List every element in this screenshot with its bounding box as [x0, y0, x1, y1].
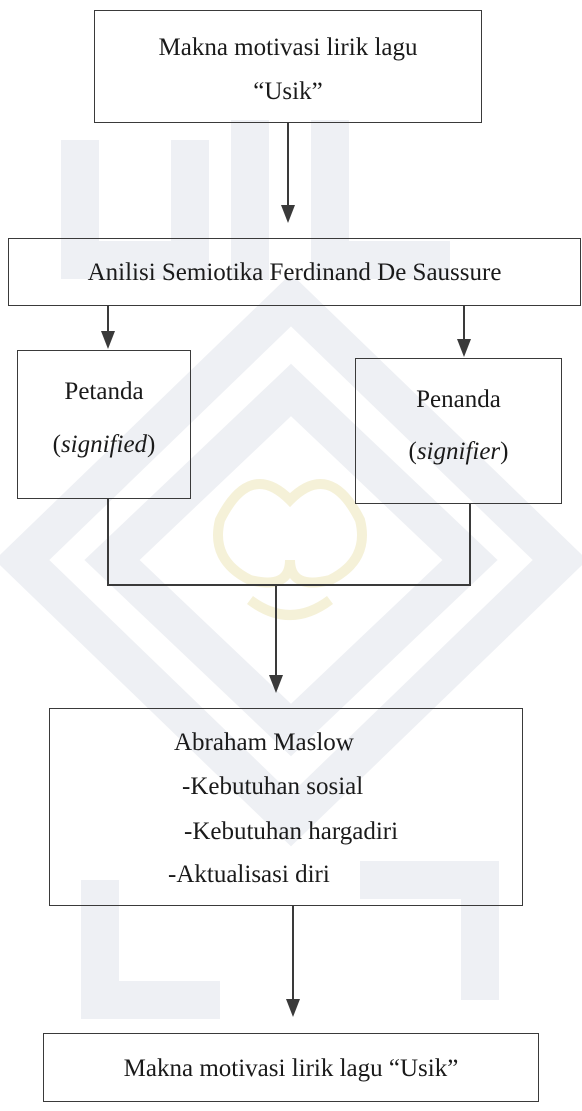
node-top-line1: Makna motivasi lirik lagu — [158, 34, 418, 61]
node-abraham-maslow: Abraham Maslow -Kebutuhan sosial -Kebutu… — [49, 708, 523, 906]
node-petanda-label: Petanda — [64, 378, 144, 405]
petanda-term: signified — [60, 431, 148, 458]
petanda-close-paren: ) — [147, 431, 156, 458]
penanda-close-paren: ) — [500, 438, 509, 465]
arrowhead-to-method — [281, 205, 295, 223]
node-penanda-label: Penanda — [416, 386, 501, 413]
node-bottom-label: Makna motivasi lirik lagu “Usik” — [123, 1055, 459, 1082]
node-analisis-semiotika: Anilisi Semiotika Ferdinand De Saussure — [8, 238, 581, 306]
arrowhead-to-maslow — [269, 675, 283, 693]
node-maslow-item-1: -Kebutuhan sosial — [182, 773, 364, 800]
arrowhead-to-bottom — [286, 999, 300, 1017]
node-maslow-item-3: -Aktualisasi diri — [168, 861, 330, 888]
node-maslow-title: Abraham Maslow — [174, 729, 354, 756]
node-maslow-item-2: -Kebutuhan hargadiri — [184, 818, 399, 845]
node-makna-motivasi-bottom: Makna motivasi lirik lagu “Usik” — [43, 1033, 539, 1102]
node-top-line2: “Usik” — [253, 78, 323, 105]
node-penanda-term-line: (signifier) — [356, 439, 561, 464]
node-method-label: Anilisi Semiotika Ferdinand De Saussure — [87, 259, 502, 286]
node-petanda-term-line: (signified) — [18, 432, 190, 457]
node-makna-motivasi-top: Makna motivasi lirik lagu “Usik” — [94, 10, 482, 123]
node-petanda: Petanda (signified) — [17, 350, 191, 499]
arrowhead-to-penanda — [457, 339, 471, 357]
penanda-term: signifier — [416, 438, 501, 465]
arrowhead-to-petanda — [101, 331, 115, 349]
penanda-open-paren: ( — [408, 438, 417, 465]
petanda-open-paren: ( — [52, 431, 61, 458]
node-penanda: Penanda (signifier) — [355, 358, 562, 504]
